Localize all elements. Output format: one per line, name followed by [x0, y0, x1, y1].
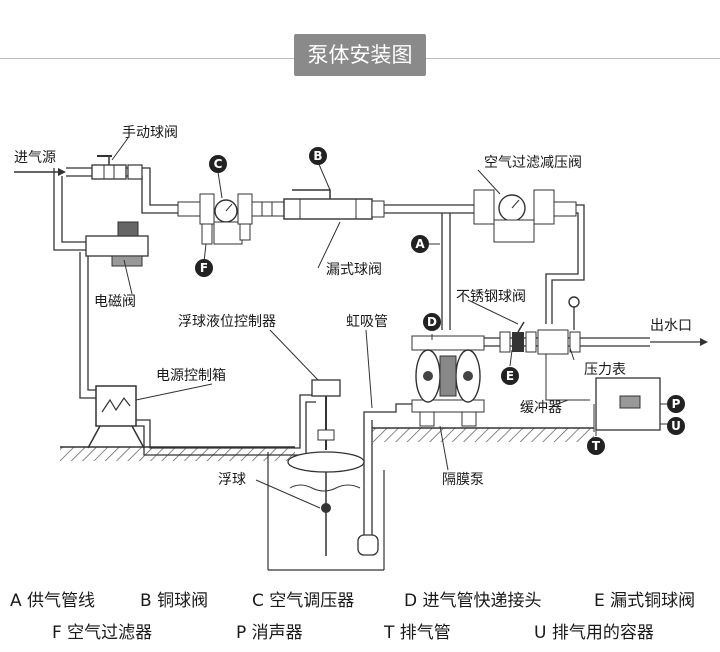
- svg-text:B: B: [313, 149, 322, 163]
- outlet-pipe: [484, 296, 708, 401]
- svg-text:A: A: [415, 237, 425, 251]
- legend-item-c: C 空气调压器: [252, 591, 355, 611]
- legend-item-f: F 空气过滤器: [52, 623, 153, 643]
- legend-item-p: P 消声器: [236, 623, 303, 643]
- svg-text:T: T: [592, 439, 601, 453]
- legend-item-u: U 排气用的容器: [534, 623, 654, 643]
- label-float-controller: 浮球液位控制器: [178, 314, 276, 330]
- ground: [60, 427, 594, 461]
- air-regulator: [177, 193, 285, 245]
- label-outlet: 出水口: [650, 318, 692, 334]
- marker-e: E: [501, 367, 519, 385]
- label-leak-ball-valve: 漏式球阀: [326, 262, 382, 278]
- marker-d: D: [423, 313, 441, 331]
- legend-item-a: A 供气管线: [10, 591, 96, 611]
- siphon-pipe: [357, 411, 379, 556]
- label-diaphragm-pump: 隔膜泵: [442, 472, 484, 488]
- legend-item-e: E 漏式铜球阀: [594, 591, 696, 611]
- svg-text:U: U: [671, 419, 681, 433]
- power-control-box: [87, 383, 213, 449]
- marker-b: B: [309, 147, 327, 165]
- marker-f: F: [195, 259, 213, 277]
- label-solenoid-valve: 电磁阀: [94, 294, 136, 310]
- marker-u: U: [667, 417, 685, 435]
- page-title: 泵体安装图: [294, 34, 426, 76]
- marker-t: T: [587, 437, 605, 455]
- marker-c: C: [209, 155, 227, 173]
- legend-item-b: B 铜球阀: [140, 591, 209, 611]
- label-buffer: 缓冲器: [520, 400, 562, 416]
- label-siphon: 虹吸管: [346, 314, 388, 330]
- label-stainless-ball-valve: 不锈钢球阀: [456, 289, 526, 305]
- label-float-ball: 浮球: [218, 472, 246, 488]
- svg-text:P: P: [672, 397, 681, 411]
- solenoid-valve: [85, 221, 149, 267]
- svg-text:F: F: [200, 261, 208, 275]
- label-air-source: 进气源: [14, 150, 56, 166]
- float-level-controller: [267, 379, 385, 571]
- label-pressure-gauge: 压力表: [584, 362, 626, 378]
- svg-text:E: E: [506, 369, 514, 383]
- air-supply-line: [53, 167, 178, 399]
- air-source-arrow: [14, 168, 66, 176]
- legend-item-d: D 进气管快递接头: [404, 591, 542, 611]
- marker-p: P: [667, 395, 685, 413]
- label-air-filter-reducer: 空气过滤减压阀: [484, 155, 582, 171]
- svg-text:D: D: [427, 315, 437, 329]
- air-filter-reducer: [441, 189, 585, 330]
- marker-a: A: [411, 235, 429, 253]
- leak-ball-valve: [283, 189, 474, 220]
- label-manual-ball-valve: 手动球阀: [122, 125, 178, 141]
- legend-item-t: T 排气管: [384, 623, 451, 643]
- manual-ball-valve: [91, 155, 143, 180]
- label-power-box: 电源控制箱: [156, 368, 226, 384]
- diaphragm-pump: [372, 335, 485, 427]
- svg-text:C: C: [214, 157, 223, 171]
- exhaust-container: [593, 377, 661, 432]
